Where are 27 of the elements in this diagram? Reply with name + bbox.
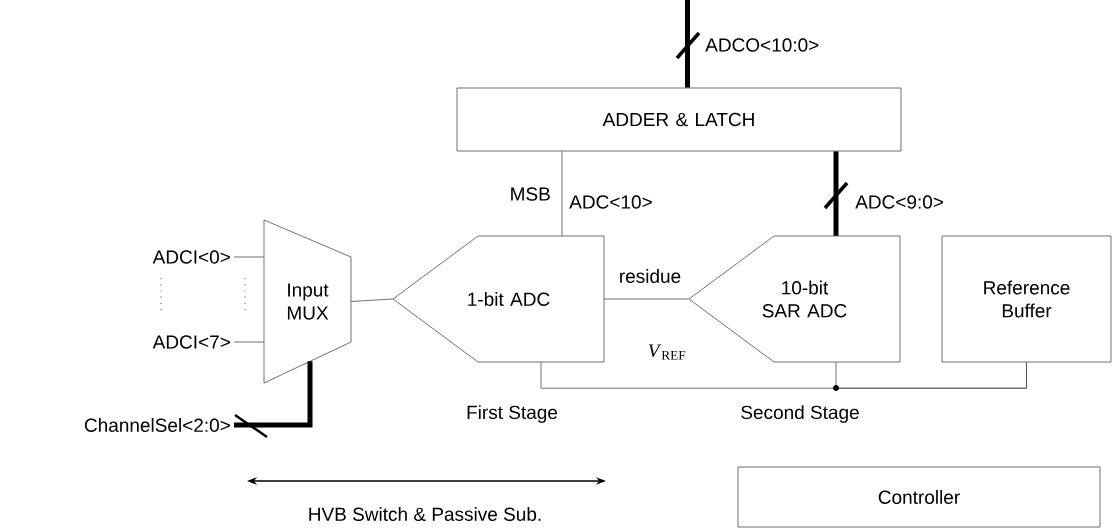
connector [603,298,690,300]
block-box: ADDER & LATCH [456,87,902,152]
span-label: HVB Switch & Passive Sub. [309,507,541,521]
connector [350,298,394,302]
connector [685,0,690,88]
connector [233,256,265,258]
connector [835,361,1027,389]
edge-label: residue [620,269,681,283]
connector [833,151,839,236]
signal-name: ChannelSel<2:0> [84,418,230,432]
multiplexer-trapezoid: Input MUX [263,219,352,384]
edge-label: ADC<10> [569,195,652,209]
connector [234,361,313,428]
stage-label: First Stage [467,405,558,423]
edge-label: ADCO<10:0> [705,38,819,52]
block-box: Reference Buffer [941,235,1112,363]
stage-label: Second Stage [741,405,859,423]
signal-name: ADCI<7> [152,335,230,349]
adc-block: 1-bit ADC [392,235,605,363]
signal-name: MSB [511,187,550,201]
connector [233,341,265,343]
adc-block: 10-bit SAR ADC [688,235,901,363]
connector [561,151,563,237]
edge-label: ADC<9:0> [855,195,943,209]
signal-name: ADCI<0> [152,250,230,264]
voltage-label: V$_{REF}$ [648,344,686,360]
block-box: Controller [737,466,1101,528]
